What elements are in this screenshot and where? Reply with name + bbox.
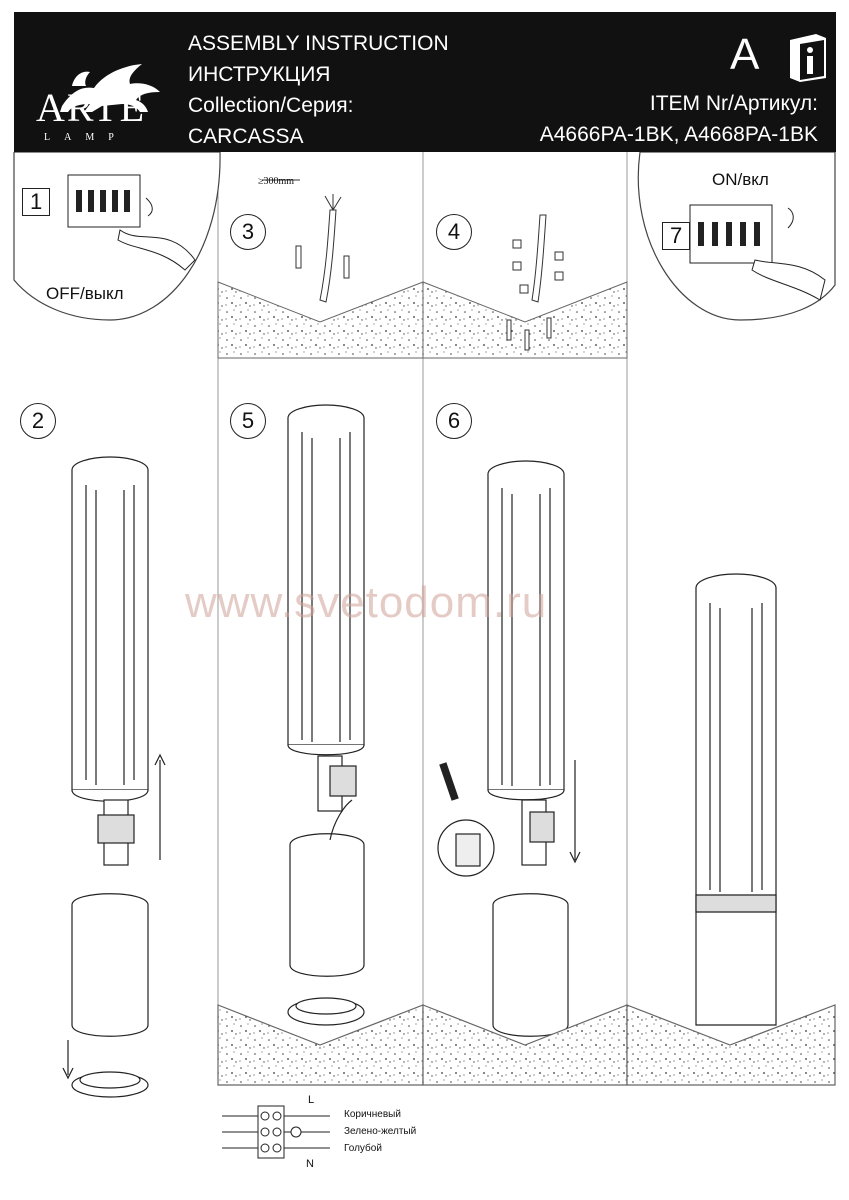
header-title-block: ASSEMBLY INSTRUCTION ИНСТРУКЦИЯ Collecti… (188, 28, 449, 152)
step1-breaker-off (13, 152, 221, 321)
item-value: A4666PA-1BK, A4668PA-1BK (539, 123, 818, 146)
brand-subtitle: LAMP (44, 132, 128, 143)
final-lamp (626, 573, 836, 1086)
step3-ground-wire (217, 179, 424, 359)
wire-l-label: L (308, 1094, 315, 1106)
step-4-badge: 4 (436, 214, 472, 250)
manual-letter: A (730, 30, 760, 79)
info-book-icon (790, 34, 826, 82)
griffin-logo-icon (60, 64, 160, 112)
step-3-badge: 3 (230, 214, 266, 250)
collection-label: Collection/Серия: (188, 94, 354, 117)
wire-blue-label: Голубой (344, 1143, 382, 1154)
step-2-badge: 2 (20, 403, 56, 439)
wiring-diagram (222, 1105, 330, 1159)
brand-name: ARTE (36, 85, 147, 130)
assembly-drawing (13, 152, 836, 1159)
step-5-badge: 5 (230, 403, 266, 439)
wire-n-label: N (306, 1158, 314, 1170)
step6-lamp-parts (422, 460, 628, 1086)
wire-green-yellow-label: Зелено-желтый (344, 1126, 417, 1137)
collection-value: CARCASSA (188, 125, 304, 148)
step7-breaker-on (637, 152, 836, 321)
step2-lamp-parts (62, 456, 166, 1098)
step5-lamp-parts (217, 404, 424, 1086)
off-label: OFF/выкл (46, 284, 124, 303)
title-ru: ИНСТРУКЦИЯ (188, 63, 331, 86)
dimension-label: ≥300mm (258, 176, 295, 187)
step-1-badge: 1 (22, 188, 51, 216)
item-label: ITEM Nr/Артикул: (649, 92, 818, 115)
header-bar: ARTE LAMP ASSEMBLY INSTRUCTION ИНСТРУКЦИ… (14, 12, 836, 152)
on-label: ON/вкл (712, 170, 769, 189)
title-en: ASSEMBLY INSTRUCTION (188, 32, 449, 55)
step4-ground-anchors (422, 214, 628, 359)
item-block: ITEM Nr/Артикул: A4666PA-1BK, A4668PA-1B… (540, 88, 818, 150)
step-7-badge: 7 (662, 222, 691, 250)
watermark: www.svetodom.ru (185, 578, 548, 627)
step-6-badge: 6 (436, 403, 472, 439)
wire-brown-label: Коричневый (344, 1109, 401, 1120)
